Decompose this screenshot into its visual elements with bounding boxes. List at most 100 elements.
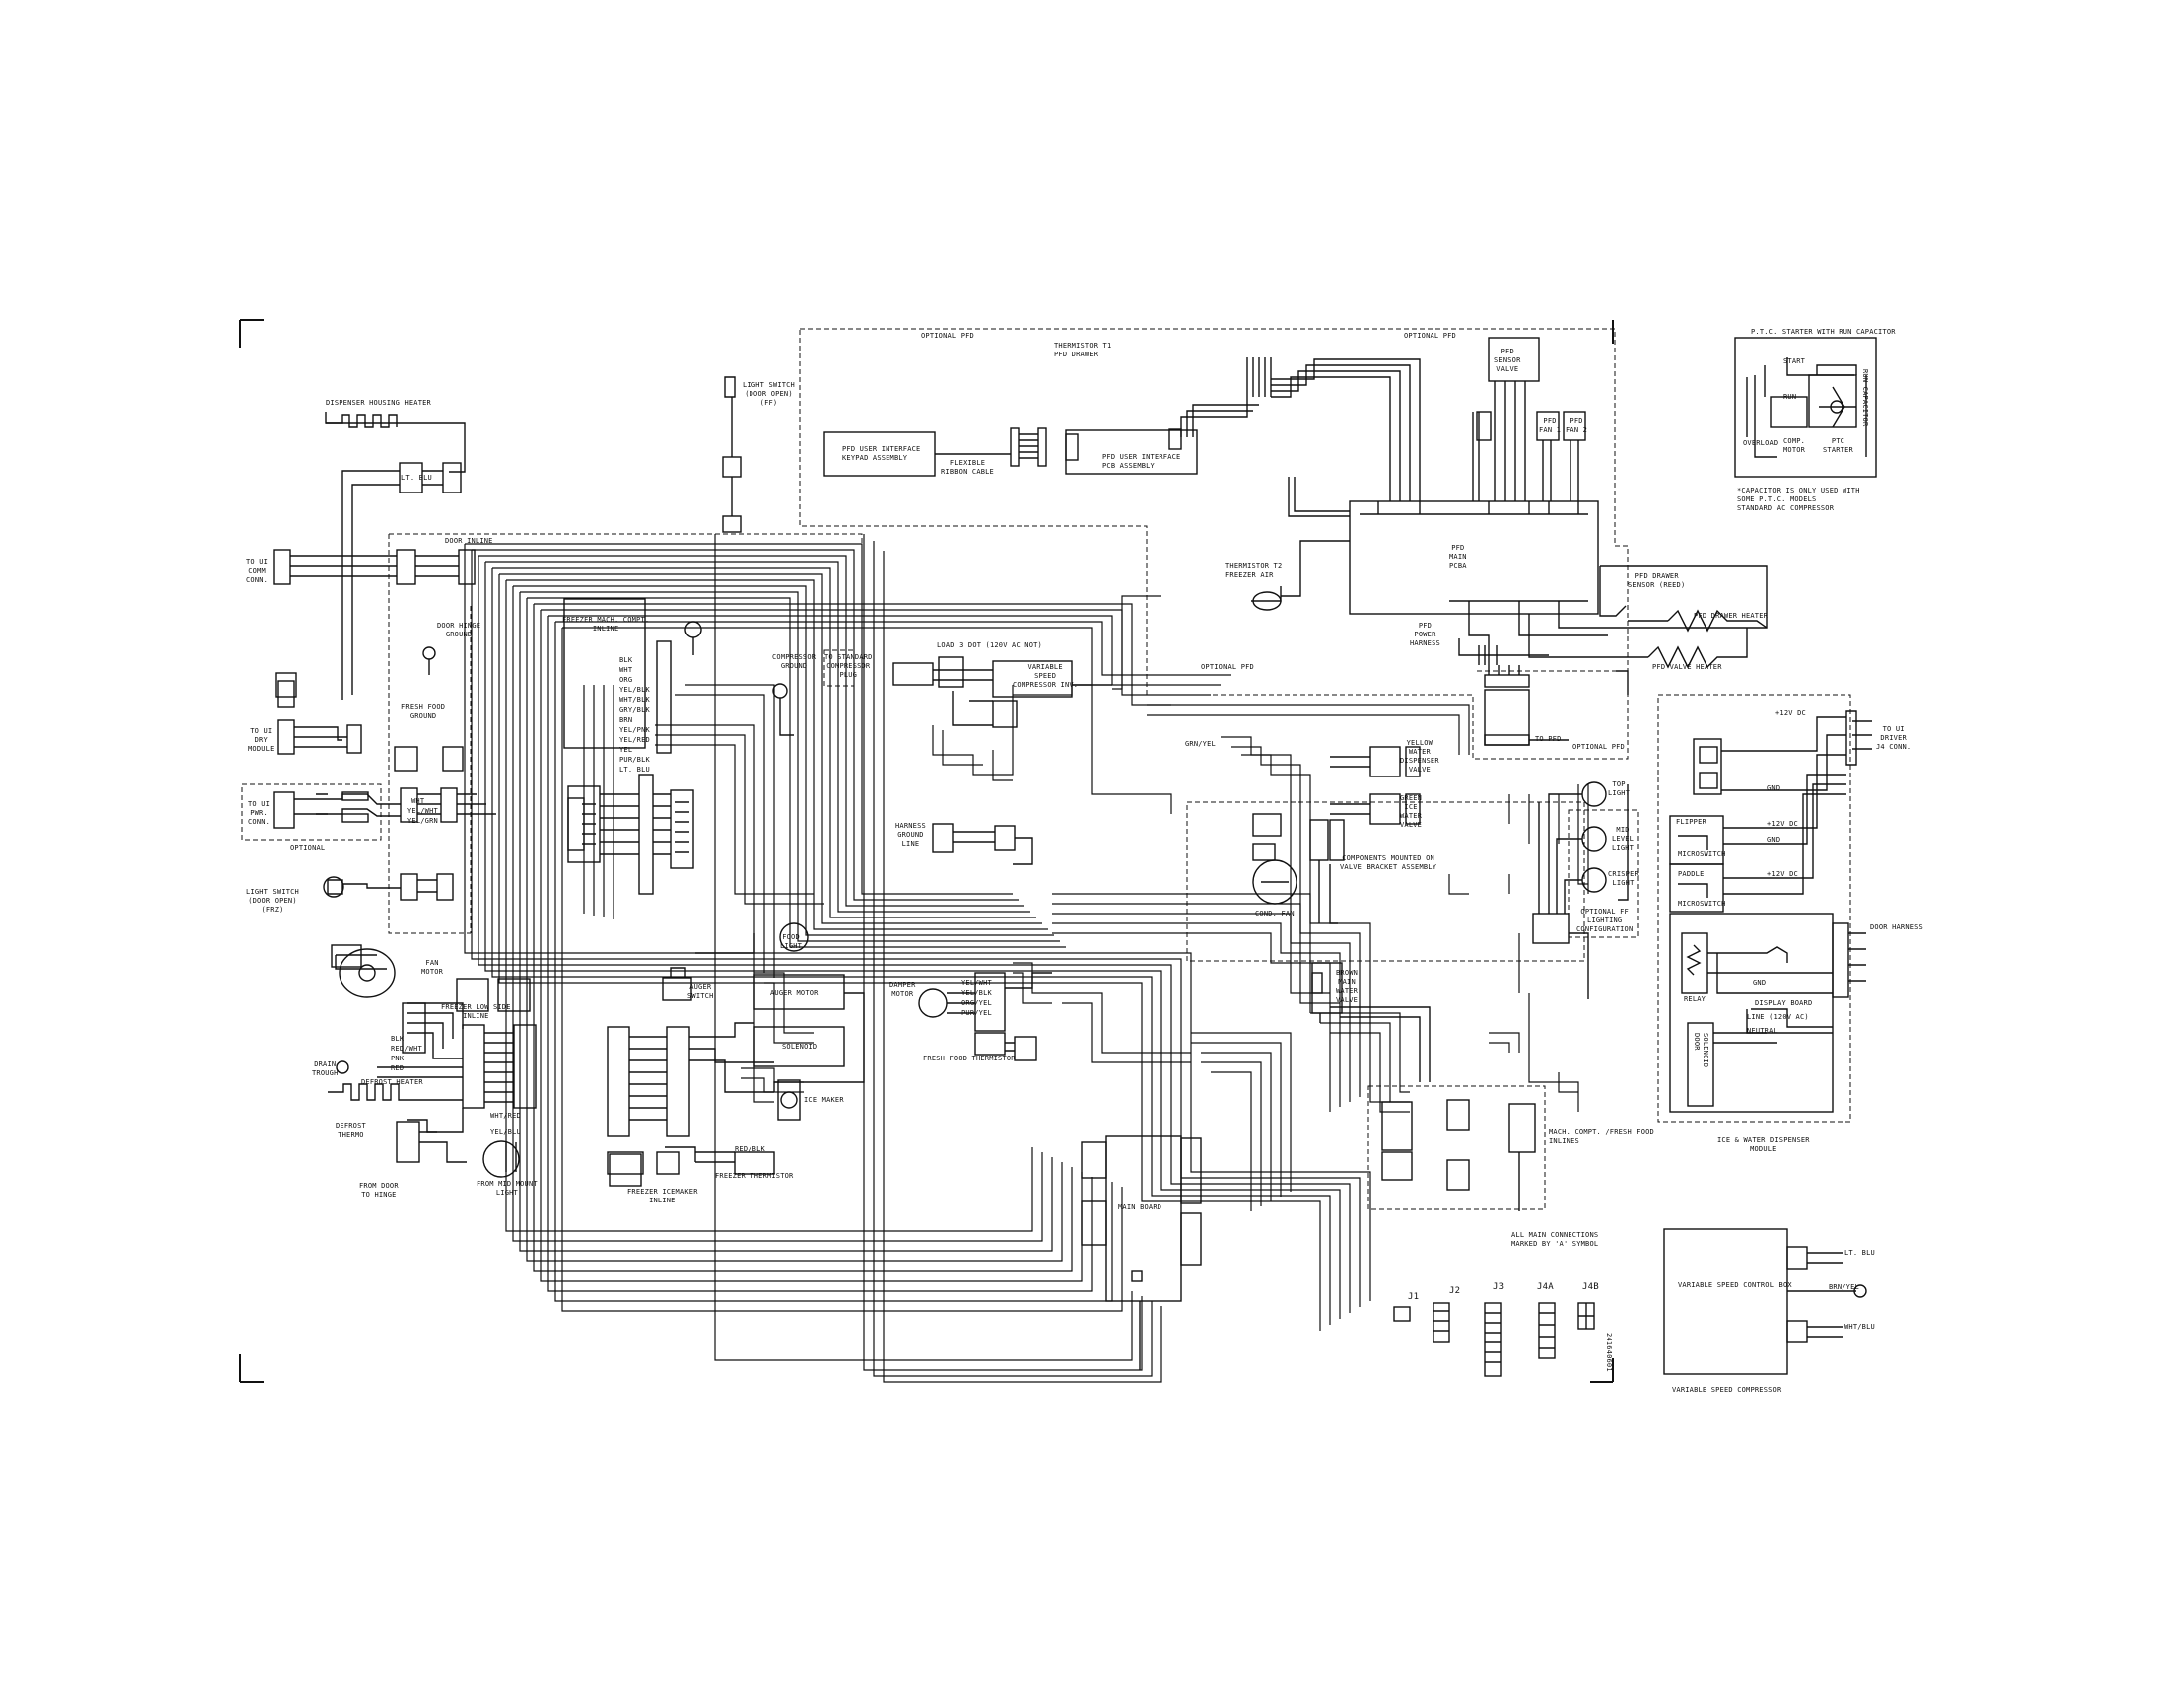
j2-label: J2 xyxy=(1449,1286,1461,1296)
auger-motor-label: AUGER MOTOR xyxy=(770,989,819,997)
ptc-starter-label: PTC STARTER xyxy=(1823,437,1853,454)
pfd-main-pcba-label: PFD MAIN PCBA xyxy=(1449,544,1467,570)
ptc-starter xyxy=(1734,337,1877,478)
to-pfd-label: TO PFD xyxy=(1535,735,1562,743)
ptc-note: *CAPACITOR IS ONLY USED WITH SOME P.T.C.… xyxy=(1737,487,1860,512)
green-valve-label: GREEN ICE WATER VALVE xyxy=(1400,794,1423,829)
inverter-note-label: LOAD 3 DOT (120V AC NOT) xyxy=(937,641,1042,649)
ice-maker-label: ICE MAKER xyxy=(804,1096,844,1104)
pfd-interface-group xyxy=(823,427,1198,477)
wire-color-yel-pnk: YEL/PNK xyxy=(619,726,650,734)
standard-compressor-label: TO STANDARD COMPRESSOR PLUG xyxy=(824,653,873,679)
wire-color-blk-2: BLK xyxy=(391,1035,405,1043)
wire-color-ff-pur: PUR/YEL xyxy=(961,1009,992,1017)
light-switch-ff-label: LIGHT SWITCH (DOOR OPEN) (FF) xyxy=(743,381,795,407)
variable-speed-label: VARIABLE SPEED COMPRESSOR INV. xyxy=(1013,663,1079,689)
flexible-ribbon-label: FLEXIBLE RIBBON CABLE xyxy=(941,459,994,476)
wire-color-lt-blu-2: LT. BLU xyxy=(619,766,650,774)
freezer-low-side xyxy=(328,944,537,1178)
pfd-user-keypad-label: PFD USER INTERFACE KEYPAD ASSEMBLY xyxy=(842,445,921,462)
wire-color-red-blk: RED/BLK xyxy=(735,1145,765,1153)
wire-color-blk-1: BLK xyxy=(619,656,633,664)
auger-switch-label: AUGER SWITCH xyxy=(687,983,714,1000)
brown-valve-label: BROWN MAIN WATER VALVE xyxy=(1336,969,1359,1004)
defrost-thermo-label: DEFROST THERMO xyxy=(336,1122,366,1139)
solenoid-label: SOLENOID xyxy=(782,1043,818,1051)
solenoid-door-label: SOLENOID DOOR xyxy=(1693,1033,1709,1068)
vsc-wht-label: WHT/BLU xyxy=(1844,1323,1875,1331)
freezer-thermistor-label: FREEZER THERMISTOR xyxy=(715,1172,794,1180)
valve-bracket-note: COMPONENTS MOUNTED ON VALVE BRACKET ASSE… xyxy=(1340,854,1437,871)
v12-dc-label-3: +12V DC xyxy=(1767,870,1798,878)
frame-marks xyxy=(239,319,1614,1383)
pfd-drawer-heater-label: PFD DRAWER HEATER xyxy=(1694,612,1769,620)
ice-water-module xyxy=(1657,694,1872,1123)
mid-level-light-label: MID LEVEL LIGHT xyxy=(1612,826,1635,852)
ptc-title: P.T.C. STARTER WITH RUN CAPACITOR xyxy=(1751,328,1896,336)
ptc-start-label: START xyxy=(1783,357,1806,365)
pfd-wiring-lower xyxy=(1458,565,1768,746)
wire-color-wht-blk: WHT/BLK xyxy=(619,696,650,704)
drain-trough-label: DRAIN TROUGH xyxy=(312,1060,339,1077)
defrost-heater-label: DEFROST HEATER xyxy=(361,1078,423,1086)
light-switch-frz-label: LIGHT SWITCH (DOOR OPEN) (FRZ) xyxy=(246,888,299,914)
j4b-label: J4B xyxy=(1582,1282,1599,1292)
fresh-food-thermistor-label: FRESH FOOD THERMISTOR xyxy=(923,1055,1016,1062)
wire-color-ff-yel: YEL/WHT xyxy=(961,979,992,987)
wire-color-yel-red: YEL/RED xyxy=(619,736,650,744)
optional-pfd-label-2: OPTIONAL PFD xyxy=(1404,332,1456,340)
neutral-label: NEUTRAL xyxy=(1747,1027,1778,1035)
door-hinge-ground-label: DOOR HINGE GROUND xyxy=(437,622,481,638)
wire-color-yel-grn: YEL/GRN xyxy=(407,817,438,825)
wire-color-red: RED xyxy=(391,1064,405,1072)
line-120-label: LINE (120V AC) xyxy=(1747,1013,1809,1021)
freezer-mach-inline-label: FREEZER MACH. COMPT. INLINE xyxy=(562,616,650,633)
misc-components xyxy=(275,376,742,1187)
ice-water-module-label: ICE & WATER DISPENSER MODULE xyxy=(1717,1136,1810,1153)
microswitch-label-1: MICROSWITCH xyxy=(1678,850,1726,858)
connectors-note: ALL MAIN CONNECTIONS MARKED BY 'A' SYMBO… xyxy=(1511,1231,1599,1248)
pfd-user-pcb-label: PFD USER INTERFACE PCB ASSEMBLY xyxy=(1102,453,1181,470)
mach-ff-inlines xyxy=(1367,1085,1546,1211)
wire-color-wht-2: WHT xyxy=(411,797,425,805)
door-inline-label: DOOR INLINE xyxy=(445,537,493,545)
wire-color-yel-blu: YEL/BLU xyxy=(490,1128,521,1136)
ptc-run-cap-label: RUN CAPACITOR xyxy=(1861,369,1869,427)
wire-color-brn: BRN xyxy=(619,716,633,724)
left-top-wiring xyxy=(241,412,496,901)
ptc-run-label: RUN xyxy=(1783,393,1797,401)
microswitch-label-2: MICROSWITCH xyxy=(1678,900,1726,908)
pfd-fan-1-label: PFD FAN 1 xyxy=(1539,417,1562,434)
j4a-label: J4A xyxy=(1537,1282,1554,1292)
icemaker-auger-area xyxy=(607,922,865,1175)
thermistor-t1-label: THERMISTOR T1 PFD DRAWER xyxy=(1054,342,1112,358)
wire-color-ff-blk: YEL/BLK xyxy=(961,989,992,997)
v12-dc-label-1: +12V DC xyxy=(1775,709,1806,717)
optional-ff-lighting-label: OPTIONAL FF LIGHTING CONFIGURATION xyxy=(1576,908,1634,933)
optional-ff-lighting xyxy=(1532,781,1639,944)
top-light-label: TOP LIGHT xyxy=(1608,780,1631,797)
optional-pfd-label-3: OPTIONAL PFD xyxy=(1201,663,1254,671)
gnd-label-1: GND xyxy=(1767,784,1781,792)
vsc-brn-label: BRN/YEL xyxy=(1829,1283,1859,1291)
freezer-icemaker-label: FREEZER ICEMAKER INLINE xyxy=(627,1188,698,1204)
pfd-sensor-valve-label: PFD SENSOR VALVE xyxy=(1494,348,1521,373)
wire-color-pur-blk: PUR/BLK xyxy=(619,756,650,764)
yellow-valve-label: YELLOW WATER DISPENSER VALVE xyxy=(1400,739,1439,774)
wire-color-wht-red: WHT/RED xyxy=(490,1112,521,1120)
gnd-label-3: GND xyxy=(1753,979,1767,987)
vsc-box xyxy=(1663,1228,1867,1375)
to-ui-dry-label: TO UI DRY MODULE xyxy=(248,727,275,753)
j3-label: J3 xyxy=(1493,1282,1505,1292)
dispenser-housing-heater-label: DISPENSER HOUSING HEATER xyxy=(326,399,431,407)
pfd-valve-heater-label: PFD VALVE HEATER xyxy=(1652,663,1722,671)
main-board xyxy=(1081,1135,1202,1370)
wire-color-yel-blk: YEL/BLK xyxy=(619,686,650,694)
optional-pfd-label-1: OPTIONAL PFD xyxy=(921,332,974,340)
mach-ff-inlines-label: MACH. COMPT. /FRESH FOOD INLINES xyxy=(1549,1128,1654,1145)
damper-area xyxy=(918,972,1052,1061)
wire-color-lt-blu: LT. BLU xyxy=(401,474,432,482)
paddle-label: PADDLE xyxy=(1678,870,1705,878)
